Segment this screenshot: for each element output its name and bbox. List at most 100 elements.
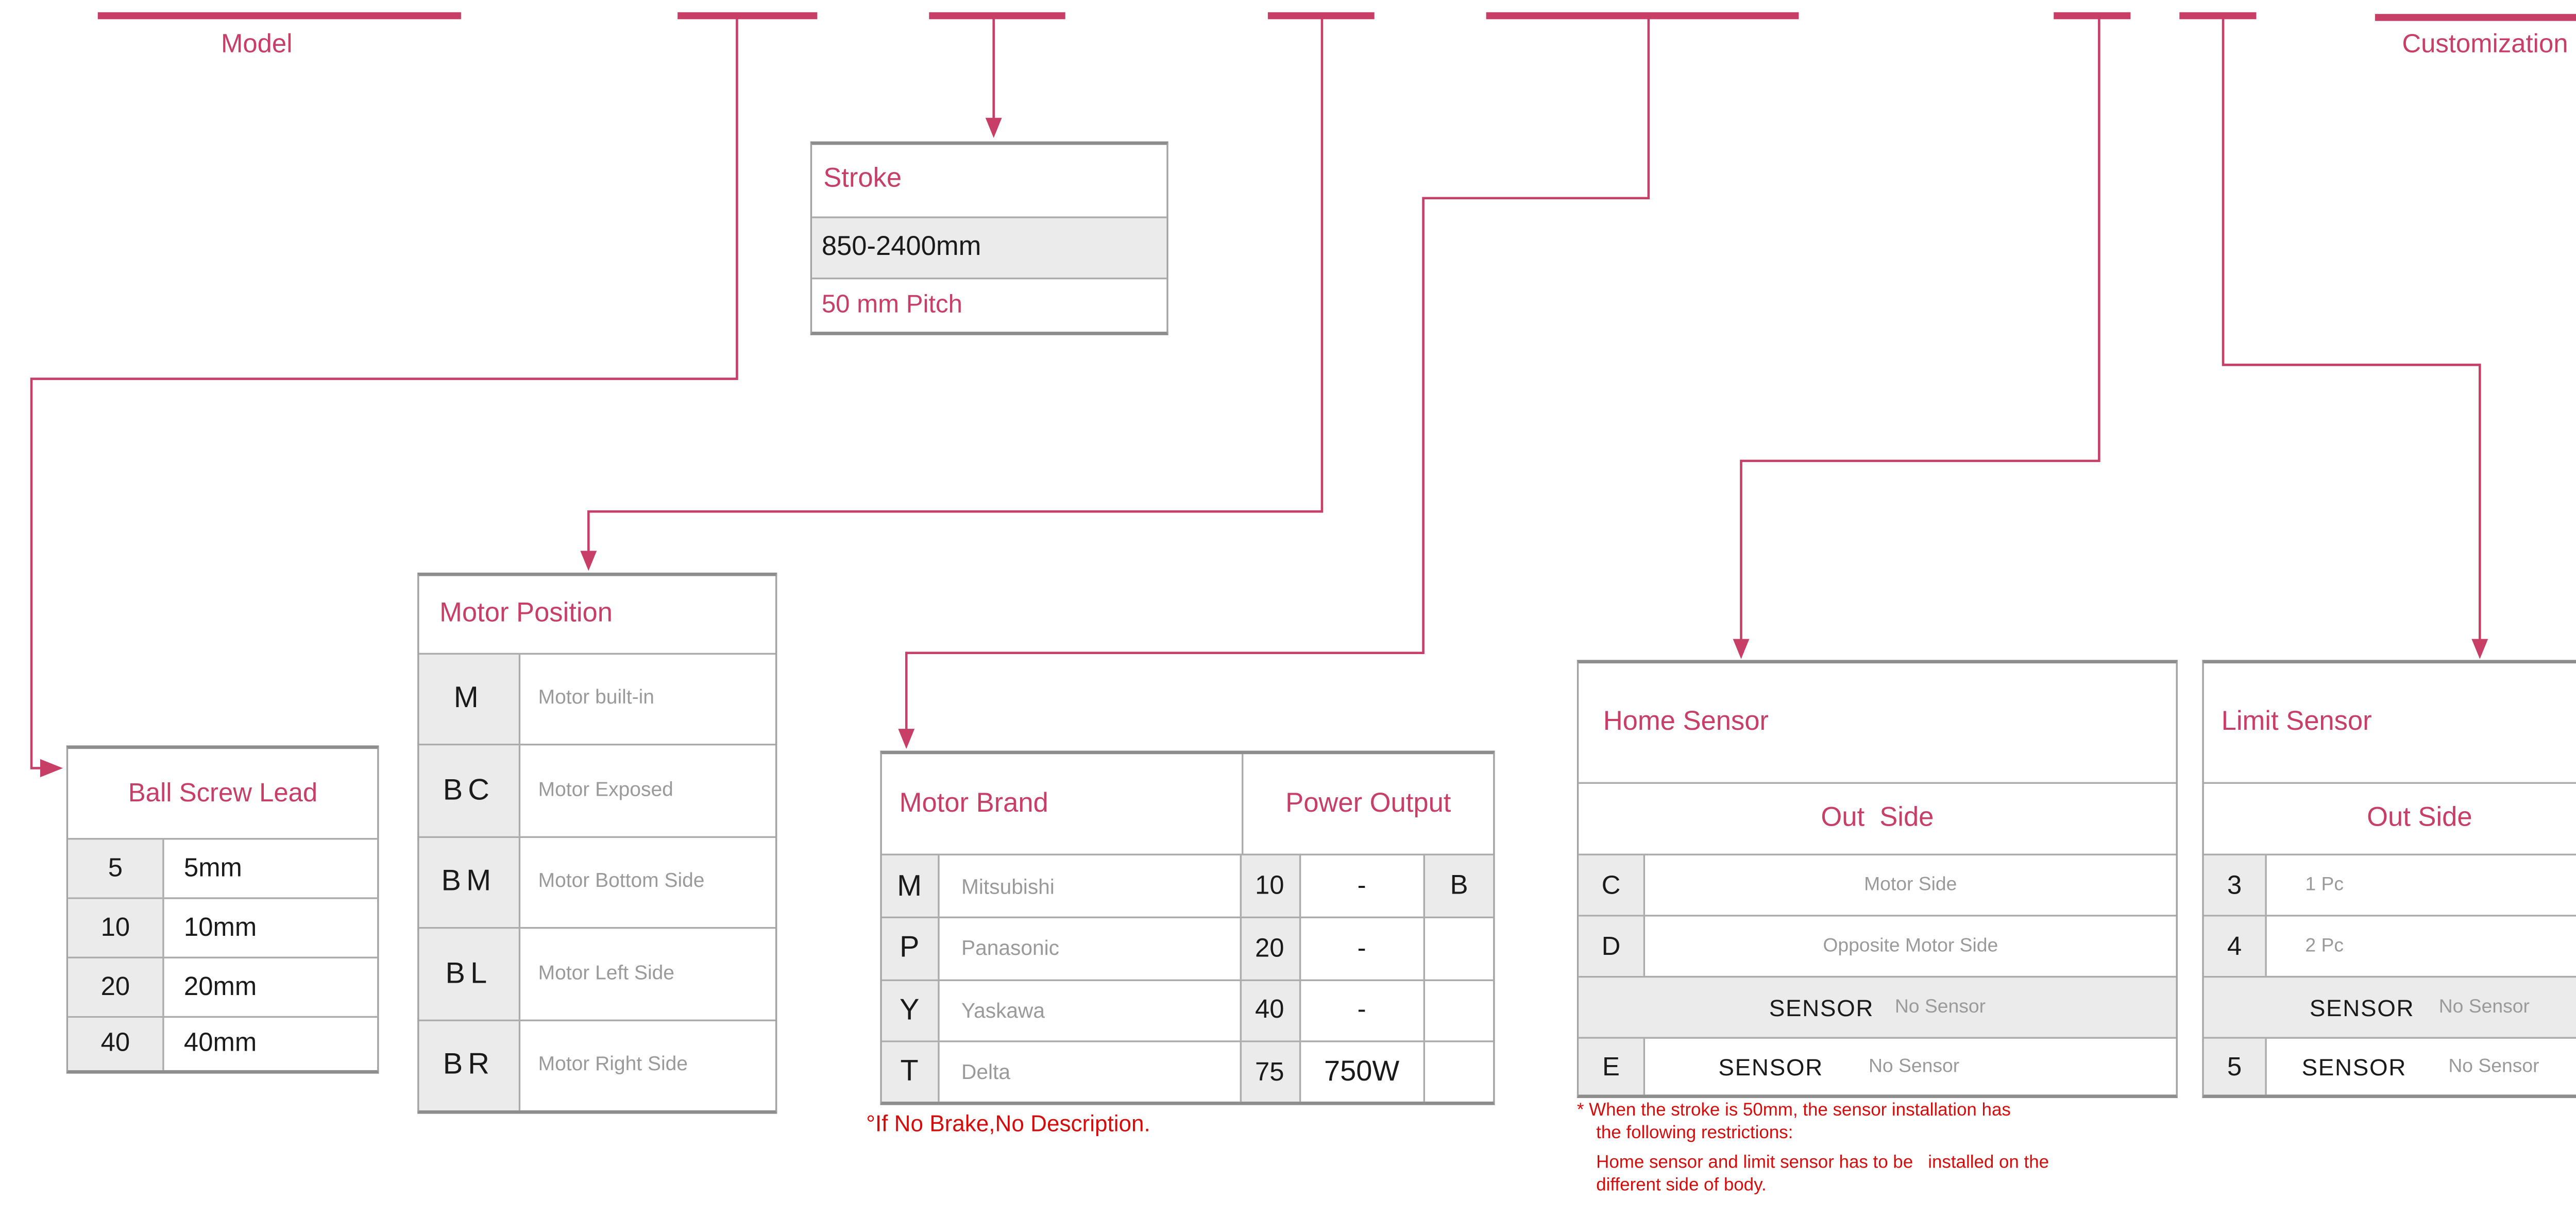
power-label: - [1298, 980, 1423, 1041]
home-sensor-table: Home Sensor Out Side C Motor Side D Oppo… [1577, 660, 2178, 1099]
power-code: 20 [1239, 918, 1299, 979]
option-label: 40mm [163, 1017, 378, 1070]
home-sensor-subtitle: Out Side [1821, 803, 1934, 833]
brand-label: Delta [937, 1042, 1239, 1102]
model-segment-bar-8 [2375, 14, 2576, 21]
option-code: C [1579, 855, 1643, 915]
connector-motor-brand [905, 17, 1650, 732]
option-code: D [1579, 916, 1643, 976]
option-code: 4 [2204, 916, 2265, 976]
option-code: 3 [2204, 855, 2265, 915]
option-label: 20mm [163, 957, 378, 1016]
motor-position-table: Motor Position M Motor built-in BC Motor… [417, 572, 777, 1115]
stroke-table: Stroke 850-2400mm 50 mm Pitch [809, 140, 1168, 335]
power-code: 75 [1239, 1042, 1299, 1102]
stroke-pitch: 50 mm Pitch [821, 291, 963, 319]
model-segment-bar-3 [929, 12, 1065, 19]
option-label: Motor Right Side [519, 1020, 775, 1111]
option-code: 5 [2204, 1038, 2265, 1095]
power-label: 750W [1298, 1042, 1423, 1102]
connector-limit-sensor [2222, 17, 2481, 643]
sensor-word: SENSOR [1769, 994, 1874, 1021]
motor-position-title: Motor Position [439, 598, 613, 628]
option-label: 1 Pc [2265, 855, 2576, 915]
option-code: M [882, 855, 937, 917]
sensor-note-line: different side of body. [1596, 1176, 1767, 1196]
arrow-down-icon [2471, 639, 2488, 659]
no-sensor-label: No Sensor [1868, 1056, 1960, 1077]
model-label: Model [221, 28, 293, 59]
option-label: Motor built-in [519, 654, 775, 744]
option-label: 10mm [163, 898, 378, 956]
home-sensor-title: Home Sensor [1603, 707, 1769, 737]
limit-sensor-table: Limit Sensor Out Side 3 1 Pc 4 2 Pc SENS… [2202, 660, 2576, 1099]
sensor-word: SENSOR [2301, 1053, 2407, 1080]
power-label: - [1298, 855, 1423, 917]
motor-brand-title: Motor Brand [899, 788, 1048, 818]
ball-screw-lead-title: Ball Screw Lead [128, 778, 318, 808]
option-label: 2 Pc [2265, 916, 2576, 976]
brand-label: Panasonic [937, 918, 1239, 979]
brand-label: Yaskawa [937, 980, 1239, 1041]
option-code: 20 [67, 957, 163, 1016]
sensor-note-line: * When the stroke is 50mm, the sensor in… [1577, 1101, 2011, 1121]
sensor-restriction-note: * When the stroke is 50mm, the sensor in… [1577, 1102, 2049, 1198]
option-code: 10 [67, 898, 163, 956]
option-code: 5 [67, 838, 163, 897]
power-code: 40 [1239, 980, 1299, 1041]
option-code: E [1579, 1038, 1643, 1095]
brand-label: Mitsubishi [937, 855, 1239, 917]
sensor-note-line: Home sensor and limit sensor has to be i… [1596, 1154, 2049, 1174]
sensor-word: SENSOR [2309, 994, 2415, 1021]
arrow-down-icon [985, 117, 1002, 138]
brake-code [1423, 918, 1494, 979]
sensor-word: SENSOR [1718, 1053, 1823, 1080]
option-code: BR [418, 1020, 519, 1111]
arrow-down-icon [580, 551, 597, 571]
power-label: - [1298, 918, 1423, 979]
option-label: Motor Left Side [519, 929, 775, 1019]
option-label: Opposite Motor Side [1643, 916, 2176, 976]
power-output-title: Power Output [1242, 754, 1493, 854]
motor-brand-table: Motor Brand Power Output M Mitsubishi 10… [880, 750, 1495, 1105]
no-sensor-label: No Sensor [2438, 997, 2530, 1018]
option-code: T [882, 1042, 937, 1102]
connector-ball-screw-lead [30, 17, 738, 769]
brake-code [1423, 980, 1494, 1041]
brake-code [1423, 1042, 1494, 1102]
option-label: 5mm [163, 838, 378, 897]
model-segment-bar-4 [1267, 12, 1375, 19]
model-segment-bar-6 [2054, 12, 2131, 19]
ball-screw-lead-table: Ball Screw Lead 5 5mm 10 10mm 20 20mm 40… [66, 744, 380, 1073]
arrow-down-icon [898, 729, 915, 749]
option-label: Motor Exposed [519, 746, 775, 836]
option-label: Motor Bottom Side [519, 837, 775, 928]
option-code: 40 [67, 1017, 163, 1070]
no-sensor-label: No Sensor [1894, 997, 1986, 1018]
stroke-title: Stroke [823, 164, 902, 194]
arrow-right-icon [40, 759, 63, 778]
brake-note: °If No Brake,No Description. [866, 1110, 1150, 1137]
connector-motor-position [587, 17, 1324, 554]
option-code: P [882, 918, 937, 979]
option-label: Motor Side [1643, 855, 2176, 915]
customization-order-label: Customization Order No. [2402, 28, 2576, 59]
option-code: M [418, 654, 519, 744]
arrow-down-icon [1733, 639, 1750, 659]
sensor-note-line: the following restrictions: [1596, 1123, 1793, 1143]
option-code: Y [882, 980, 937, 1041]
power-code: 10 [1239, 855, 1299, 917]
brake-code: B [1423, 855, 1494, 917]
option-code: BM [418, 837, 519, 928]
model-segment-bar-5 [1486, 12, 1799, 19]
limit-sensor-subtitle: Out Side [2367, 803, 2472, 833]
connector-home-sensor [1740, 17, 2100, 643]
option-code: BL [418, 929, 519, 1019]
model-segment-bar-7 [2179, 12, 2257, 19]
model-segment-bar-1 [97, 12, 461, 19]
stroke-range: 850-2400mm [821, 231, 981, 261]
limit-sensor-title: Limit Sensor [2221, 707, 2372, 737]
no-sensor-label: No Sensor [2448, 1056, 2539, 1077]
